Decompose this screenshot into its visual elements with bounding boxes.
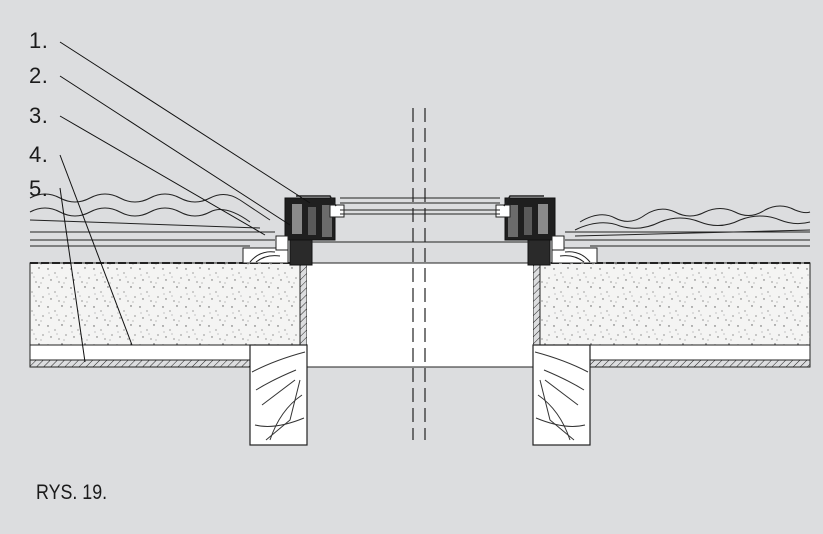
glazing: [310, 197, 530, 243]
window-frame-right: [495, 195, 565, 266]
roof-tiles: [29, 193, 811, 237]
callout-leaders: [59, 41, 311, 363]
callout-label-1: 1.: [29, 28, 49, 53]
figure-caption: RYS. 19.: [36, 481, 108, 504]
callout-label-5: 5.: [29, 176, 49, 201]
callout-label-2: 2.: [29, 63, 49, 88]
center-break-line: [412, 108, 426, 440]
rafter-right: [532, 344, 591, 446]
reveal-lining: [299, 262, 541, 368]
window-frame-left: [275, 195, 345, 266]
callout-label-4: 4.: [29, 142, 49, 167]
ceiling-lining: [29, 344, 811, 368]
roof-battens: [30, 231, 810, 264]
rafter-left: [249, 344, 308, 446]
insulation-layer: [29, 262, 811, 346]
callout-label-3: 3.: [29, 103, 49, 128]
